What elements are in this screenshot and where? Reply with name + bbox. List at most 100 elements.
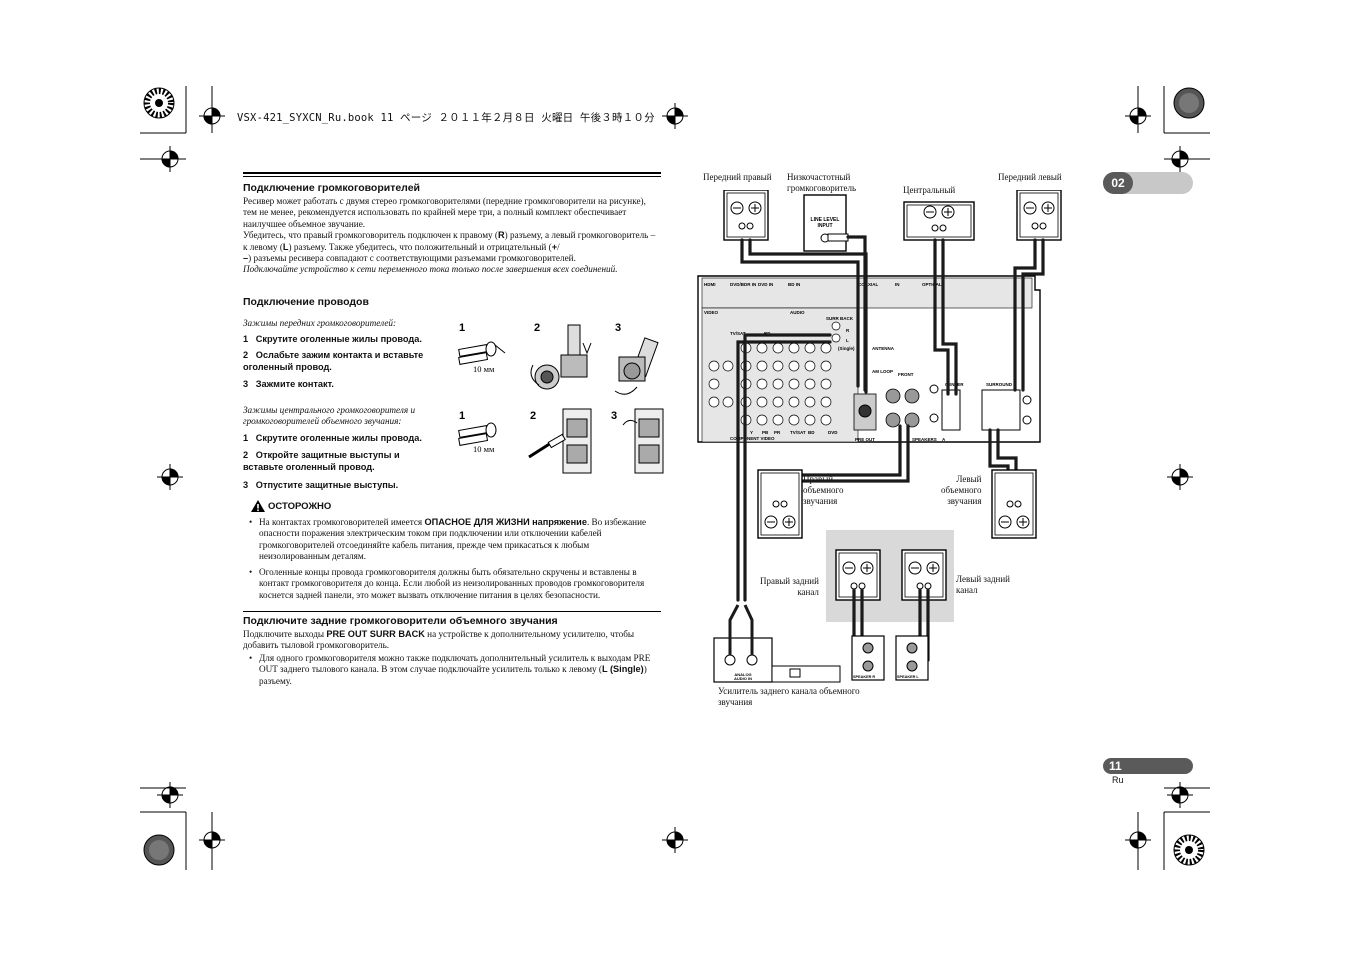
panel-bd-2: BD	[808, 430, 815, 435]
l-label: L	[282, 241, 289, 252]
panel-surround: SURROUND	[986, 382, 1013, 387]
fig-number-2b: 2	[530, 410, 536, 422]
front-right-speaker	[723, 190, 769, 241]
polarity-text-d: ) разъемы ресивера совпадают с соответст…	[248, 253, 576, 264]
section2-text-a: Подключите выходы	[243, 629, 327, 639]
wiring-title: Подключение проводов	[243, 296, 369, 308]
polarity-text-c: ) разъему. Также убедитесь, что положите…	[288, 241, 552, 252]
center-step-2: 2 Откройте защитные выступы и вставьте о…	[243, 450, 433, 473]
bullet-text-b: ) разъему.	[259, 664, 647, 686]
dimension-label-2: 10 мм	[473, 444, 495, 454]
front-step-3: 3 Зажмите контакт.	[243, 379, 448, 391]
fig-number-1b: 1	[459, 410, 465, 422]
label-center: Центральный	[903, 185, 956, 195]
label-surround-right: Правый объемного звучания	[803, 474, 844, 506]
step-text: Скрутите оголенные жилы провода.	[255, 433, 422, 443]
intro-text: Ресивер может работать с двумя стерео гр…	[243, 196, 646, 229]
panel-am-loop: AM LOOP	[872, 369, 893, 374]
amp-speaker-r-label: SPEAKER R	[853, 675, 875, 679]
rear-amplifier: ANALOG AUDIO IN SPEAKER R SPEAKER L	[713, 604, 929, 683]
panel-in: IN	[895, 282, 900, 287]
dimension-label-1: 10 мм	[473, 364, 495, 374]
minus-label: –	[243, 253, 249, 264]
intro-paragraph: Ресивер может работать с двумя стерео гр…	[243, 196, 658, 276]
panel-speakers-a: A	[942, 437, 946, 442]
center-step-3: 3 Отпустите защитные выступы.	[243, 480, 448, 492]
step-text: Скрутите оголенные жилы провода.	[255, 334, 422, 344]
step-number: 1	[243, 334, 249, 344]
step-number: 2	[243, 350, 249, 360]
label-subwoofer: Низкочастотный громкоговоритель	[787, 172, 857, 193]
step-number: 1	[243, 433, 249, 443]
section-rule	[243, 172, 661, 177]
panel-audio: AUDIO	[790, 310, 805, 315]
center-speaker	[903, 201, 975, 241]
section2-paragraph: Подключите выходы PRE OUT SURR BACK на у…	[243, 629, 661, 652]
panel-pre-out: PRE OUT	[855, 437, 875, 442]
fig-number-2: 2	[534, 322, 540, 334]
section-title: Подключение громкоговорителей	[243, 182, 421, 194]
panel-y: Y	[750, 430, 753, 435]
label-rear-amplifier: Усилитель заднего канала объемного звуча…	[718, 686, 860, 707]
wiring-illustrations: 1 2 3 1 2 3 10 мм 10 мм	[458, 322, 664, 474]
warning-icon	[251, 500, 265, 512]
pre-out-label: PRE OUT SURR BACK	[326, 629, 425, 639]
starburst-marks	[143, 87, 1205, 866]
section2-bullet: •Для одного громкоговорителя можно также…	[249, 653, 651, 686]
caution-item-1: •На контактах громкоговорителей имеется …	[249, 517, 647, 562]
panel-r: R	[846, 328, 850, 333]
r-label: R	[498, 230, 505, 241]
page-number-tab	[1103, 758, 1193, 774]
page-number: 11	[1109, 759, 1122, 773]
amp-analog-label: ANALOG	[734, 672, 751, 677]
front-terminals-caption: Зажимы передних громкоговорителей:	[243, 318, 397, 328]
label-surround-left: Левый объемного звучания	[941, 474, 982, 506]
running-header: VSX-421_SYXCN_Ru.book 11 ページ ２０１１年２月８日 火…	[237, 112, 655, 124]
section2-title: Подключите задние громкоговорители объем…	[243, 615, 558, 627]
caution-text: На контактах громкоговорителей имеется	[259, 517, 425, 527]
panel-tv-sat: TV/SAT	[730, 331, 746, 336]
slash-label: /	[557, 241, 560, 252]
label-rear-right: Правый задний канал	[760, 576, 819, 597]
label-rear-left: Левый задний канал	[956, 574, 1010, 595]
rear-left-speaker	[901, 549, 947, 601]
front-left-speaker	[1016, 190, 1062, 241]
step-number: 3	[243, 379, 249, 389]
step-number: 2	[243, 450, 249, 460]
panel-hdmi: HDMI	[704, 282, 716, 287]
danger-phrase: ОПАСНОЕ ДЛЯ ЖИЗНИ	[424, 517, 530, 527]
step-number: 3	[243, 480, 249, 490]
panel-component-video: COMPONENT VIDEO	[730, 436, 775, 441]
panel-l: L	[846, 338, 849, 343]
panel-speakers: SPEAKERS	[912, 437, 937, 442]
panel-optical: OPTICAL	[922, 282, 942, 287]
power-note: Подключайте устройство к сети переменног…	[243, 264, 618, 275]
surround-right-speaker	[757, 469, 803, 539]
caution-text-2: . Во избежание опасности поражения элект…	[259, 517, 647, 562]
label-front-right: Передний правый	[703, 172, 772, 182]
amp-speaker-l-label: SPEAKER L	[897, 675, 919, 679]
panel-dvd-in: DVD IN	[758, 282, 773, 287]
amp-audio-in-label: AUDIO IN	[734, 676, 752, 681]
panel-dvd: DVD	[828, 430, 838, 435]
panel-surr-back: SURR BACK	[826, 316, 854, 321]
danger-phrase-2: напряжение	[532, 517, 587, 527]
front-step-1: 1 Скрутите оголенные жилы провода.	[243, 334, 448, 346]
chapter-number: 02	[1111, 176, 1125, 190]
page-language: Ru	[1112, 775, 1124, 785]
section2-rule	[243, 611, 661, 612]
chapter-tab: 02	[1103, 172, 1133, 194]
caution-title: ОСТОРОЖНО	[268, 501, 332, 512]
center-terminals-caption: Зажимы центрального громкоговорителя и г…	[243, 405, 416, 427]
panel-pb: PB	[762, 430, 769, 435]
panel-front: FRONT	[898, 372, 914, 377]
front-step-2: 2 Ослабьте зажим контакта и вставьте ого…	[243, 350, 448, 373]
polarity-text-b: ) разъему, а левый громкоговоритель – к …	[243, 230, 656, 252]
fig-number-1: 1	[459, 322, 465, 334]
panel-dvd-bdr-in: DVD/BDR IN	[730, 282, 756, 287]
surround-left-speaker	[991, 469, 1037, 539]
fig-number-3b: 3	[611, 410, 617, 422]
receiver-rear-panel: HDMI DVD/BDR IN DVD IN BD IN COAXIAL OPT…	[697, 275, 1041, 443]
